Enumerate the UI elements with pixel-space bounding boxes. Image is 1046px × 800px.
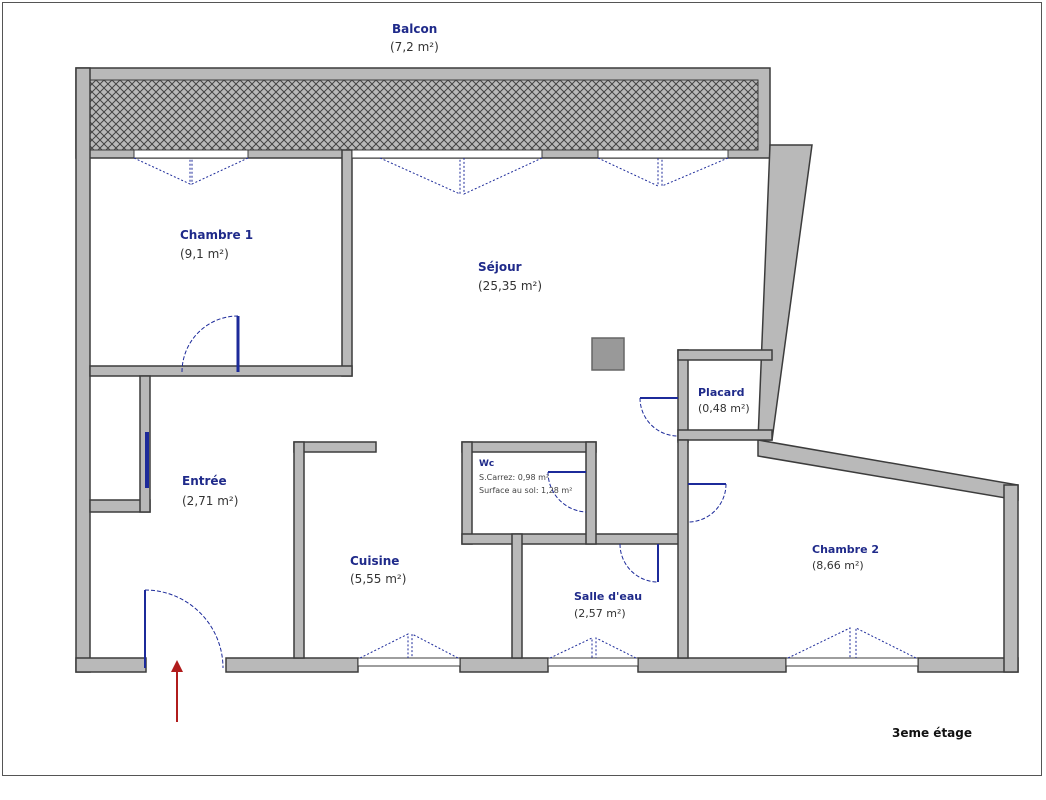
sejour-label: Séjour bbox=[478, 260, 522, 274]
cuisine-area: (5,55 m²) bbox=[350, 572, 407, 586]
entree-area: (2,71 m²) bbox=[182, 494, 239, 508]
chambre2-label: Chambre 2 bbox=[812, 543, 880, 556]
wc-label: Wc bbox=[479, 459, 495, 469]
chambre1-label: Chambre 1 bbox=[180, 228, 254, 242]
salle-eau-area: (2,57 m²) bbox=[574, 607, 626, 620]
balcon-label: Balcon bbox=[392, 22, 438, 36]
placard-label: Placard bbox=[698, 386, 745, 399]
sejour-area: (25,35 m²) bbox=[478, 279, 543, 293]
floor-label: 3eme étage bbox=[892, 726, 973, 740]
windows bbox=[133, 149, 919, 667]
walls bbox=[75, 67, 1019, 673]
entree-label: Entrée bbox=[182, 474, 227, 488]
entrance-arrow-icon bbox=[171, 660, 183, 722]
placard-area: (0,48 m²) bbox=[698, 402, 750, 415]
plan-frame bbox=[2, 2, 1042, 776]
balcony-zone bbox=[75, 67, 771, 159]
cuisine-label: Cuisine bbox=[350, 554, 400, 568]
doors bbox=[144, 315, 727, 669]
salle-eau-label: Salle d'eau bbox=[574, 590, 643, 603]
wc-carrez: S.Carrez: 0,98 m² bbox=[479, 473, 550, 482]
chambre2-area: (8,66 m²) bbox=[812, 559, 864, 572]
balcon-area: (7,2 m²) bbox=[390, 40, 439, 54]
wc-surface: Surface au sol: 1,28 m² bbox=[479, 486, 573, 495]
chambre1-area: (9,1 m²) bbox=[180, 247, 229, 261]
